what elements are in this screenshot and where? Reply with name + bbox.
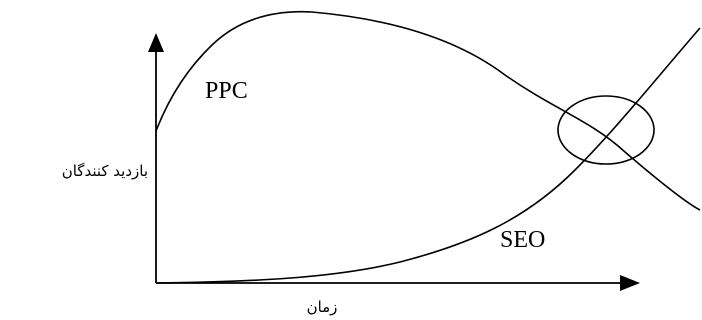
x-axis-arrowhead: [620, 275, 640, 291]
y-axis-arrowhead: [148, 33, 164, 52]
x-axis-label: زمان: [307, 298, 338, 316]
ppc-label: PPC: [205, 78, 248, 104]
ppc-curve: [155, 10, 701, 211]
y-axis-label: بازدید کنندگان: [62, 162, 148, 180]
seo-label: SEO: [500, 227, 545, 253]
intersection-ellipse: [557, 95, 655, 165]
seo-curve: [155, 27, 701, 284]
